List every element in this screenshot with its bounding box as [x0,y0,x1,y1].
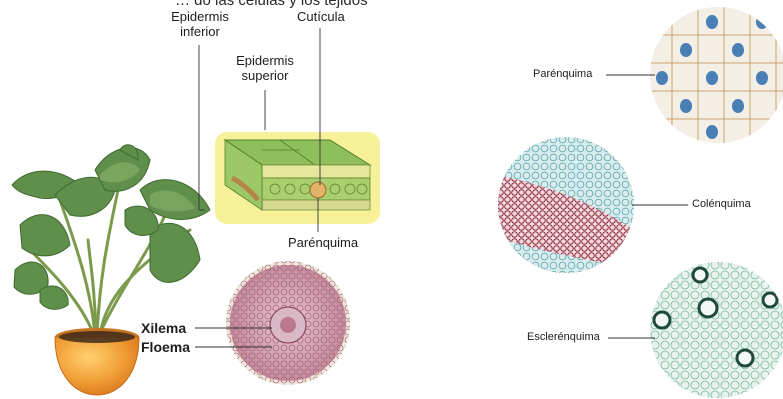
micrograph-parenquima [650,7,783,143]
label-epidermis-superior-line1: Epidermis [231,54,299,69]
label-epidermis-superior: Epidermis superior [231,54,299,84]
label-esclerenquima: Esclerénquima [527,331,600,344]
label-epidermis-inferior: Epidermis inferior [168,10,232,40]
label-epidermis-superior-line2: superior [231,69,299,84]
leaf-cross-section [215,132,380,224]
label-floema: Floema [141,339,190,355]
label-xilema: Xilema [141,320,186,336]
header-partial-text: … do las células y los tejidos [175,0,368,9]
label-epidermis-inferior-line1: Epidermis [168,10,232,25]
plant-illustration [12,145,210,395]
micrograph-esclerenquima [650,262,783,398]
label-epidermis-inferior-line2: inferior [168,25,232,40]
label-parenquima-micrograph: Parénquima [533,68,592,81]
label-colenquima: Colénquima [692,198,751,211]
stem-cross-section [226,261,350,385]
label-parenquima-leaf: Parénquima [288,236,358,251]
label-cuticula: Cutícula [297,10,345,25]
micrograph-colenquima [498,137,634,273]
